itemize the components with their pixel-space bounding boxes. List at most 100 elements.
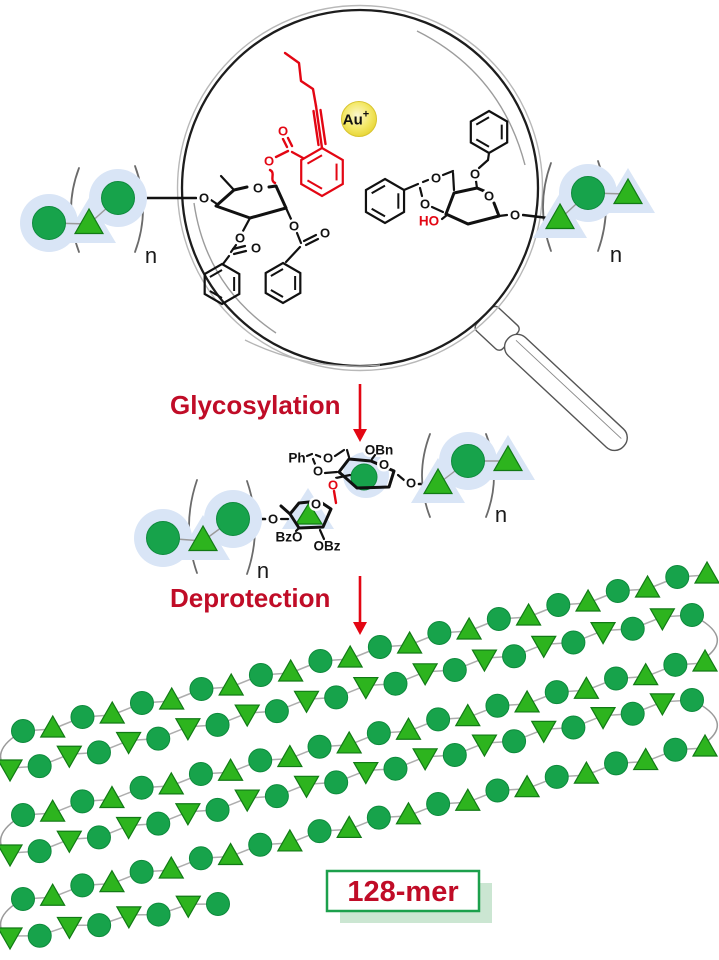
chain-circle	[324, 770, 349, 795]
chain-circle	[502, 644, 527, 669]
chain-circle	[561, 715, 586, 740]
repeat-subscript: n	[145, 243, 157, 268]
monosaccharide-circle	[146, 521, 180, 555]
chain-circle	[485, 693, 510, 718]
chain-circle	[129, 859, 154, 884]
chain-triangle	[454, 788, 481, 811]
chain-circle	[188, 846, 213, 871]
chain-circle	[308, 649, 333, 673]
chain-circle	[663, 652, 688, 677]
chain-triangle	[0, 844, 24, 868]
chain-triangle	[39, 798, 66, 822]
chain-circle	[27, 839, 52, 864]
monosaccharide-triangle	[544, 202, 576, 230]
chain-circle	[129, 691, 154, 715]
chain-triangle	[337, 644, 364, 668]
repeat-subscript: n	[257, 558, 269, 583]
chain-circle	[604, 751, 629, 776]
atom-label-o-red: O	[278, 124, 288, 139]
chain-triangle	[98, 869, 125, 893]
chain-circle	[205, 712, 230, 737]
gold-catalyst-badge: Au+	[341, 101, 377, 137]
chain-triangle	[217, 758, 244, 781]
chain-circle	[70, 789, 95, 814]
atom-label-o: O	[311, 497, 321, 512]
chain-triangle	[98, 785, 125, 809]
benzene-rings	[203, 109, 509, 306]
chain-triangle	[395, 801, 422, 825]
chain-triangle	[56, 916, 83, 940]
chain-triangle	[456, 616, 483, 640]
glycan-symbol-group	[533, 164, 655, 238]
chain-circle	[248, 832, 273, 857]
glycosylation-arrow	[353, 384, 367, 442]
chain-circle	[87, 913, 112, 938]
chain-circle	[27, 754, 52, 779]
chain-circle	[70, 705, 95, 729]
benzyl-ether-label: OBn	[365, 443, 394, 458]
chain-circle	[604, 666, 629, 691]
chain-circle	[264, 699, 289, 724]
glycan-symbol-group	[411, 432, 535, 503]
donor-structure: O O O O O O	[196, 174, 333, 266]
chain-triangle	[158, 771, 185, 795]
atom-label-o: O	[289, 219, 299, 234]
repeat-subscript: n	[610, 242, 622, 267]
chain-circle	[485, 778, 510, 803]
monosaccharide-circle	[451, 444, 485, 478]
repeat-subscript: n	[495, 502, 507, 527]
chain-triangle	[632, 662, 659, 686]
glycosidic-o-label: O	[328, 478, 338, 493]
chain-triangle	[293, 690, 320, 714]
chain-circle	[188, 762, 213, 787]
chain-circle	[546, 593, 571, 617]
deprotection-arrow	[353, 576, 367, 635]
chain-triangle	[590, 707, 617, 730]
chain-circle	[620, 616, 645, 641]
chain-circle	[663, 737, 688, 762]
chain-triangle	[234, 789, 261, 813]
chain-triangle	[115, 731, 142, 755]
monosaccharide-circle	[32, 206, 66, 240]
polymer-chain-128mer	[0, 560, 719, 951]
chain-triangle	[573, 760, 600, 784]
chain-triangle	[471, 649, 498, 673]
chain-triangle	[530, 635, 557, 659]
benzene-ring	[264, 261, 302, 305]
atom-label-o: O	[323, 451, 333, 466]
chain-triangle	[336, 815, 363, 838]
chain-circle	[544, 764, 569, 789]
chain-circle	[146, 811, 171, 836]
chain-triangle	[649, 693, 676, 717]
chain-circle	[264, 784, 289, 809]
open-paren	[542, 162, 552, 252]
atom-label-o: O	[379, 457, 389, 472]
step-label-deprotection: Deprotection	[170, 583, 330, 613]
chain-circle	[605, 579, 630, 603]
chain-triangle	[352, 761, 379, 785]
chain-triangle	[218, 672, 245, 696]
chain-triangle	[395, 717, 422, 740]
mer-label: 128-mer	[347, 876, 458, 908]
monosaccharide-triangle	[422, 467, 454, 495]
gold-circle	[341, 101, 377, 137]
benzene-ring	[469, 109, 509, 155]
chain-circle	[561, 630, 586, 655]
lens-glare-arc	[244, 339, 381, 367]
atom-label-o: O	[484, 189, 494, 204]
atom-label-o: O	[320, 226, 330, 241]
chain-circle	[442, 742, 467, 767]
magnifier-handle	[474, 305, 628, 452]
chain-circle	[206, 892, 230, 916]
chain-triangle	[634, 574, 661, 598]
alkynylbenzoate-leaving-group: O O	[261, 51, 327, 185]
lens-glare-arc	[416, 30, 526, 166]
benzene-ring	[300, 146, 344, 198]
atom-label-o: O	[313, 464, 323, 479]
chain-triangle	[514, 689, 541, 713]
chain-triangle	[276, 828, 303, 852]
chain-circle	[383, 756, 408, 781]
monosaccharide-triangle	[612, 177, 644, 205]
chain-circle	[383, 671, 408, 696]
